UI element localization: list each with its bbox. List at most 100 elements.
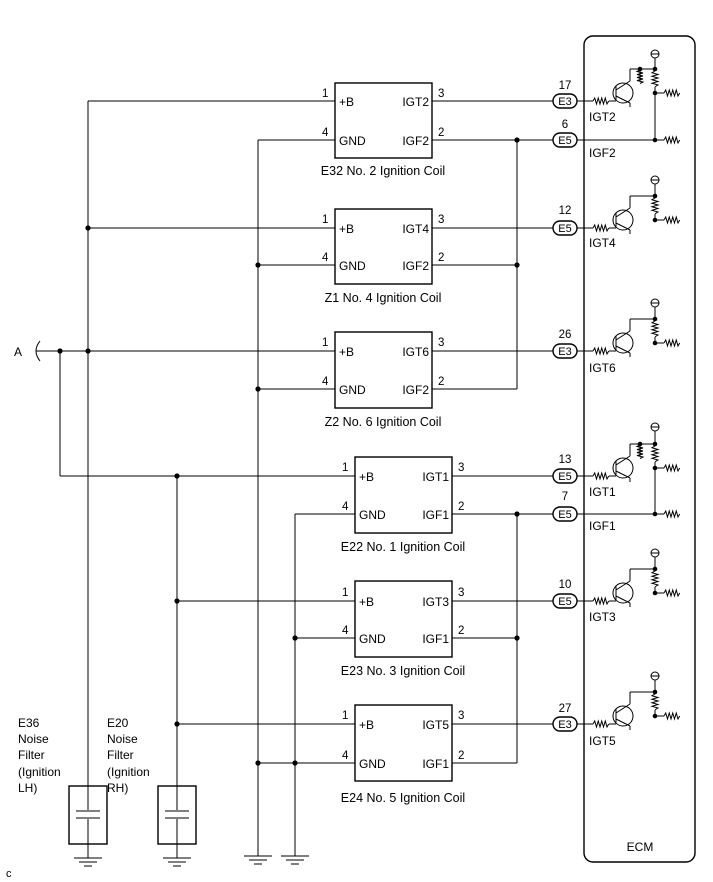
svg-text:1: 1	[322, 337, 328, 349]
ground-wires	[257, 139, 355, 856]
svg-text:GND: GND	[359, 632, 386, 646]
svg-text:4: 4	[342, 501, 349, 513]
junction-dots	[57, 137, 520, 766]
svg-text:IGT3: IGT3	[422, 595, 449, 609]
ground-icon	[244, 855, 272, 865]
svg-text:+B: +B	[359, 595, 374, 609]
svg-text:IGT4: IGT4	[402, 222, 429, 236]
svg-text:2: 2	[438, 252, 444, 264]
svg-text:IGF2: IGF2	[402, 134, 429, 148]
svg-text:E3: E3	[558, 346, 571, 358]
coil-e22: 1 4 3 2 +B GND IGT1 IGF1 E22 No. 1 Ignit…	[341, 456, 465, 554]
svg-text:IGT4: IGT4	[589, 236, 616, 250]
svg-text:6: 6	[562, 119, 568, 131]
svg-text:LH): LH)	[18, 781, 37, 795]
corner-label: c	[6, 868, 12, 880]
junction-label: A	[14, 345, 22, 359]
svg-text:IGF1: IGF1	[422, 632, 449, 646]
svg-text:1: 1	[342, 462, 348, 474]
svg-text:IGF1: IGF1	[422, 508, 449, 522]
svg-text:4: 4	[342, 625, 349, 637]
power-wires	[35, 100, 355, 786]
svg-text:4: 4	[322, 376, 329, 388]
svg-text:Noise: Noise	[107, 732, 138, 746]
coil-e24: 1 4 3 2 +B GND IGT5 IGF1 E24 No. 5 Ignit…	[341, 704, 465, 805]
svg-text:IGF2: IGF2	[402, 383, 429, 397]
svg-text:3: 3	[458, 710, 464, 722]
connector-igt4: E5 12	[552, 205, 578, 236]
ground-icon	[74, 857, 102, 867]
svg-text:GND: GND	[359, 508, 386, 522]
coil-caption: E23 No. 3 Ignition Coil	[341, 664, 465, 678]
svg-text:+B: +B	[359, 718, 374, 732]
svg-text:E5: E5	[558, 509, 571, 521]
coil-caption: E32 No. 2 Ignition Coil	[321, 164, 445, 178]
svg-text:+B: +B	[359, 470, 374, 484]
svg-text:1: 1	[322, 88, 328, 100]
svg-text:E3: E3	[558, 96, 571, 108]
coil-caption: Z2 No. 6 Ignition Coil	[325, 415, 442, 429]
svg-text:3: 3	[438, 214, 444, 226]
svg-text:2: 2	[438, 376, 444, 388]
coil-e32: 1 4 3 2 +B GND IGT2 IGF2 E32 No. 2 Ignit…	[321, 82, 445, 178]
svg-text:GND: GND	[339, 134, 366, 148]
ecm-internal-circuits	[577, 49, 681, 730]
svg-text:IGF2: IGF2	[402, 259, 429, 273]
svg-text:4: 4	[342, 750, 349, 762]
svg-text:IGT2: IGT2	[402, 95, 429, 109]
igt-wires	[432, 100, 554, 725]
svg-text:IGT2: IGT2	[589, 110, 616, 124]
svg-text:2: 2	[458, 750, 464, 762]
svg-text:2: 2	[438, 127, 444, 139]
svg-text:IGT5: IGT5	[589, 734, 616, 748]
svg-text:IGT3: IGT3	[589, 610, 616, 624]
connector-igt5: E3 27	[552, 703, 578, 732]
svg-text:IGF2: IGF2	[589, 146, 616, 160]
svg-text:GND: GND	[359, 757, 386, 771]
svg-text:Filter: Filter	[107, 748, 134, 762]
svg-text:3: 3	[458, 462, 464, 474]
ground-icon	[281, 855, 309, 865]
ecm-label: ECM	[627, 840, 654, 854]
svg-text:IGT6: IGT6	[589, 361, 616, 375]
svg-text:+B: +B	[339, 345, 354, 359]
coil-e23: 1 4 3 2 +B GND IGT3 IGF1 E23 No. 3 Ignit…	[341, 580, 465, 678]
svg-text:IGT6: IGT6	[402, 345, 429, 359]
svg-text:IGT1: IGT1	[589, 485, 616, 499]
coil-caption: Z1 No. 4 Ignition Coil	[325, 291, 442, 305]
svg-text:E5: E5	[558, 596, 571, 608]
coil-caption: E22 No. 1 Ignition Coil	[341, 540, 465, 554]
coil-z2: 1 4 3 2 +B GND IGT6 IGF2 Z2 No. 6 Igniti…	[322, 331, 444, 429]
noise-filter-e20: E20 Noise Filter (Ignition RH)	[107, 716, 197, 858]
connector-igt6: E3 26	[552, 329, 578, 359]
ground-symbols	[74, 855, 309, 867]
svg-text:13: 13	[559, 454, 572, 466]
svg-text:IGT1: IGT1	[422, 470, 449, 484]
svg-text:RH): RH)	[107, 781, 128, 795]
connector-igt2: E3 17	[552, 80, 578, 109]
svg-text:1: 1	[342, 587, 348, 599]
coil-z1: 1 4 3 2 +B GND IGT4 IGF2 Z1 No. 4 Igniti…	[322, 208, 444, 305]
ground-icon	[163, 857, 191, 867]
svg-text:Filter: Filter	[18, 748, 45, 762]
svg-text:26: 26	[559, 329, 572, 341]
svg-text:4: 4	[322, 127, 329, 139]
svg-text:+B: +B	[339, 222, 354, 236]
svg-text:3: 3	[458, 587, 464, 599]
svg-text:(Ignition: (Ignition	[18, 765, 61, 779]
svg-text:(Ignition: (Ignition	[107, 765, 150, 779]
connector-igt1: E5 13	[552, 454, 578, 484]
svg-text:4: 4	[322, 252, 329, 264]
svg-text:E3: E3	[558, 719, 571, 731]
svg-text:+B: +B	[339, 95, 354, 109]
connector-igt3: E5 10	[552, 579, 578, 609]
svg-text:Noise: Noise	[18, 732, 49, 746]
connector-igf1: E5 7	[552, 491, 578, 522]
svg-text:E5: E5	[558, 471, 571, 483]
svg-text:1: 1	[322, 214, 328, 226]
svg-text:GND: GND	[339, 383, 366, 397]
ecm-signal-labels: IGT2 IGF2 IGT4 IGT6 IGT1 IGF1 IGT3 IGT5	[589, 110, 616, 748]
svg-text:2: 2	[458, 625, 464, 637]
svg-text:GND: GND	[339, 259, 366, 273]
